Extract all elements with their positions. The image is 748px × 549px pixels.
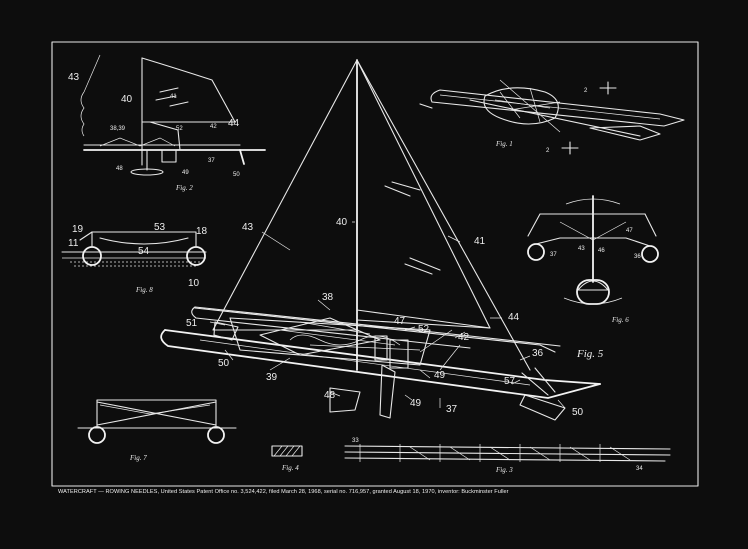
fig7-caption: Fig. 7	[129, 454, 147, 462]
label-49-upper: 49	[434, 370, 446, 381]
fig2-caption: Fig. 2	[175, 184, 193, 192]
label-57: 57	[504, 376, 516, 387]
patent-caption: WATERCRAFT — ROWING NEEDLES, United Stat…	[58, 489, 509, 495]
fig4-detail: Fig. 4	[271, 445, 303, 472]
fig8-label-18: 18	[196, 226, 208, 237]
label-49-lower: 49	[410, 398, 422, 409]
fig2-label-49: 49	[182, 170, 189, 176]
fig6-front-view: 43 47 46 37 36 Fig. 6	[527, 195, 659, 324]
fig1-label-2-top: 2	[584, 88, 588, 94]
fig6-caption: Fig. 6	[611, 316, 629, 324]
fig1-caption: Fig. 1	[495, 140, 513, 148]
backstay	[356, 59, 531, 371]
fig2-label-43: 43	[68, 72, 80, 83]
fig2-label-41: 41	[170, 94, 177, 100]
label-36: 36	[532, 348, 544, 359]
label-38: 38	[322, 292, 334, 303]
fig2-label-48: 48	[116, 166, 123, 172]
label-40: 40	[336, 217, 348, 228]
fig3-hull-plan: 33 34 Fig. 3	[344, 438, 671, 474]
fig1-rowing-plan: 2 2 Fig. 1	[419, 79, 685, 155]
label-48: 48	[324, 390, 336, 401]
fig3-caption: Fig. 3	[495, 466, 513, 474]
fig8-label-53: 53	[154, 222, 166, 233]
fig8-label-10: 10	[188, 278, 200, 289]
label-43: 43	[242, 222, 254, 233]
label-41: 41	[474, 236, 486, 247]
label-50-right: 50	[572, 407, 584, 418]
fig6-label-36: 36	[634, 254, 641, 260]
drawing-border	[51, 41, 699, 487]
label-39: 39	[266, 372, 278, 383]
label-44: 44	[508, 312, 520, 323]
label-37: 37	[446, 404, 458, 415]
fig6-label-43: 43	[578, 246, 585, 252]
fig3-label-33: 33	[352, 438, 359, 444]
label-50-left: 50	[218, 358, 230, 369]
label-52: 52	[418, 324, 430, 335]
fig2-label-52: 52	[176, 126, 183, 132]
fig2-label-50: 50	[233, 172, 240, 178]
fig2-label-37: 37	[208, 158, 215, 164]
fig8-label-19: 19	[72, 224, 84, 235]
fig8-label-11: 11	[68, 238, 79, 249]
fig2-label-44: 44	[228, 118, 240, 129]
label-47: 47	[394, 316, 406, 327]
fig2-label-38-39: 38,39	[110, 126, 126, 132]
label-51: 51	[186, 318, 198, 329]
fig5-main-catamaran: 43 40 41 44 38 47 52 42 51 50 39 49 49 3…	[160, 59, 604, 421]
fig3-label-34: 34	[636, 466, 643, 472]
fig6-label-37: 37	[550, 252, 557, 258]
jib-sail	[212, 59, 358, 331]
fig2-label-42: 42	[210, 124, 217, 130]
fig6-label-47: 47	[626, 228, 633, 234]
fig4-caption: Fig. 4	[281, 464, 299, 472]
fig1-label-2-bottom: 2	[546, 148, 550, 154]
fig5-caption: Fig. 5	[576, 348, 604, 360]
fig6-label-46: 46	[598, 248, 605, 254]
fig2-side-elevation: 43 40 41 42 44 38,39 52 48 49 37 50 Fig.…	[68, 54, 266, 192]
fig8-cross-section: 19 53 18 11 54 10 Fig. 8	[61, 222, 208, 294]
label-42: 42	[458, 332, 470, 343]
fig2-label-40: 40	[121, 94, 133, 105]
fig7-cross-bracing: Fig. 7	[77, 399, 237, 462]
fig8-label-54: 54	[138, 246, 150, 257]
fig8-caption: Fig. 8	[135, 286, 153, 294]
